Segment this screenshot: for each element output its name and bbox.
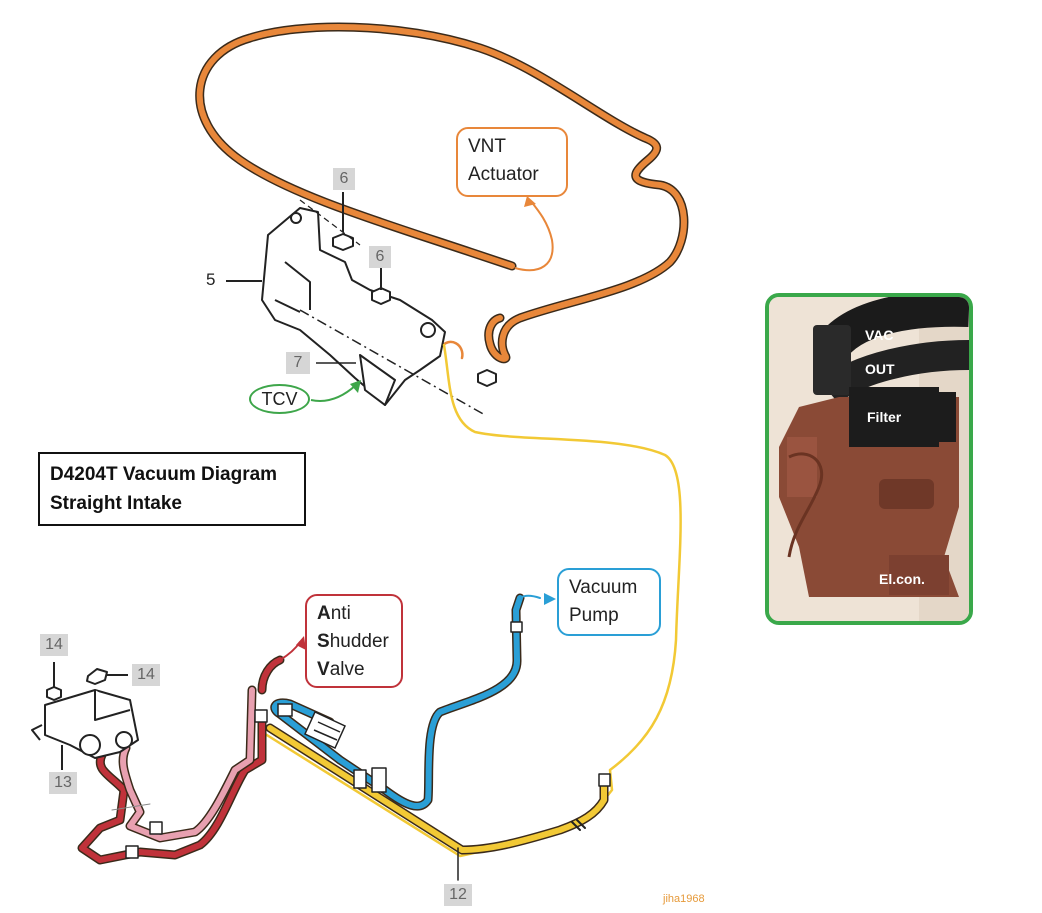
diagram-title-line2: Straight Intake xyxy=(50,493,182,514)
tcv-bracket xyxy=(261,192,497,416)
diagram-title-box: D4204T Vacuum Diagram Straight Intake xyxy=(38,452,306,526)
part-number-14a: 14 xyxy=(40,634,68,656)
tcv-photo-image xyxy=(769,297,969,621)
part-number-13: 13 xyxy=(49,772,77,794)
vnt-leader xyxy=(514,196,554,272)
photo-label-filter: Filter xyxy=(867,409,902,425)
tcv-leader xyxy=(310,380,361,402)
asv-line1: Anti xyxy=(317,603,351,624)
part-number-6a: 6 xyxy=(333,168,355,190)
tcv-photo: VAC OUT Filter El.con. xyxy=(765,293,973,625)
tcv-callout: TCV xyxy=(249,384,310,414)
author-signature: jiha1968 xyxy=(663,893,705,905)
anti-shudder-valve-callout: Anti Shudder Valve xyxy=(305,594,403,688)
photo-label-vac: VAC xyxy=(865,327,894,343)
part-number-14b: 14 xyxy=(132,664,160,686)
vnt-callout-line2: Actuator xyxy=(468,164,539,185)
pump-callout-line2: Pump xyxy=(569,605,619,626)
asv-line3: Valve xyxy=(317,659,365,680)
part-number-6b: 6 xyxy=(369,246,391,268)
photo-label-out: OUT xyxy=(865,361,895,377)
tcv-hose xyxy=(258,343,682,881)
pump-callout-line1: Vacuum xyxy=(569,577,638,598)
diagram-title-line1: D4204T Vacuum Diagram xyxy=(50,464,278,485)
pump-hose xyxy=(270,593,556,811)
part-number-12: 12 xyxy=(444,884,472,906)
asv-hose xyxy=(77,636,306,865)
vacuum-pump-callout: Vacuum Pump xyxy=(557,568,661,636)
vnt-callout-line1: VNT xyxy=(468,136,506,157)
asv-solenoid xyxy=(31,662,139,770)
vnt-actuator-callout: VNT Actuator xyxy=(456,127,568,197)
photo-label-elcon: El.con. xyxy=(879,571,925,587)
part-number-5: 5 xyxy=(206,270,216,289)
asv-line2: Shudder xyxy=(317,631,389,652)
part-number-7: 7 xyxy=(286,352,310,374)
junction-block xyxy=(277,703,346,749)
